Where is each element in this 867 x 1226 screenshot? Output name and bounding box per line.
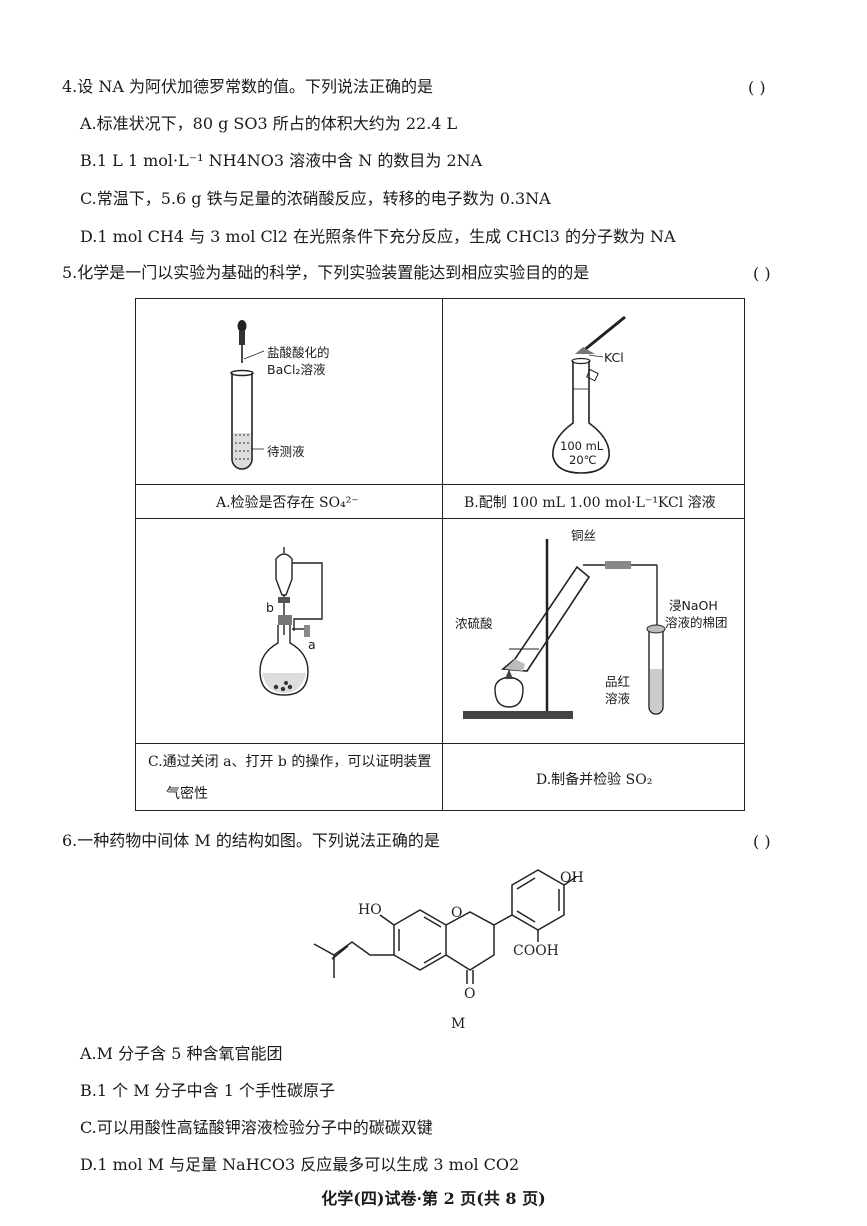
table-divider-3	[136, 743, 744, 745]
label-conc-sulfuric: 浓硫酸	[455, 616, 493, 631]
table-divider-1	[136, 484, 744, 486]
cell-d-figure: 铜丝 浓硫酸 浸NaOH 溶液的棉团 品红 溶液	[443, 519, 746, 743]
q4-option-d: D.1 mol CH4 与 3 mol Cl2 在光照条件下充分反应，生成 CH…	[80, 227, 676, 246]
label-molecule-name: M	[451, 1016, 465, 1032]
flask-text-2: 20℃	[569, 453, 597, 467]
label-copper-wire: 铜丝	[571, 528, 597, 543]
caption-c-2: 气密性	[166, 786, 208, 802]
label-cooh: COOH	[513, 943, 559, 959]
label-naoh-1: 浸NaOH	[669, 598, 718, 613]
label-oh-top: OH	[560, 870, 584, 886]
label-ring-o: O	[451, 905, 462, 921]
airtightness-apparatus-figure	[259, 547, 323, 696]
label-naoh-2: 溶液的棉团	[665, 615, 728, 630]
caption-d: D.制备并检验 SO₂	[536, 772, 653, 788]
caption-c-1: C.通过关闭 a、打开 b 的操作，可以证明装置	[148, 754, 432, 770]
label-a: a	[308, 637, 316, 652]
so2-preparation-figure	[463, 539, 666, 719]
q4-answer-paren: ( )	[748, 78, 766, 97]
page-footer: 化学(四)试卷·第 2 页(共 8 页)	[321, 1189, 546, 1208]
table-divider-2	[136, 518, 744, 520]
q5-answer-paren: ( )	[753, 264, 771, 283]
label-kcl: KCl	[604, 350, 624, 365]
label-pinhong-2: 溶液	[605, 691, 631, 706]
cell-c-figure: b a	[136, 519, 442, 743]
volumetric-flask-figure	[552, 315, 626, 474]
caption-b: B.配制 100 mL 1.00 mol·L⁻¹KCl 溶液	[464, 495, 716, 511]
q4-option-c: C.常温下，5.6 g 铁与足量的浓硝酸反应，转移的电子数为 0.3NA	[80, 189, 551, 208]
flask-text-1: 100 mL	[560, 439, 604, 453]
label-b: b	[266, 600, 274, 615]
q6-option-b: B.1 个 M 分子中含 1 个手性碳原子	[80, 1081, 336, 1100]
molecule-m-structure: OH HO O COOH O M	[313, 869, 584, 1032]
q4-stem: 4.设 NA 为阿伏加德罗常数的值。下列说法正确的是	[62, 77, 433, 96]
label-pinhong-1: 品红	[605, 674, 631, 689]
q6-option-a: A.M 分子含 5 种含氧官能团	[80, 1044, 283, 1063]
label-reagent-1: 盐酸酸化的	[267, 345, 330, 360]
q6-answer-paren: ( )	[753, 832, 771, 851]
label-ho-left: HO	[358, 902, 382, 918]
label-carbonyl-o: O	[464, 986, 475, 1002]
label-sample: 待测液	[267, 444, 305, 459]
q6-option-c: C.可以用酸性高锰酸钾溶液检验分子中的碳碳双键	[80, 1118, 433, 1137]
cell-a-figure: 盐酸酸化的 BaCl₂溶液 待测液	[136, 299, 442, 484]
caption-a: A.检验是否存在 SO₄²⁻	[216, 495, 359, 511]
q4-option-a: A.标准状况下，80 g SO3 所占的体积大约为 22.4 L	[80, 114, 458, 133]
q5-apparatus-table: 盐酸酸化的 BaCl₂溶液 待测液 KCl 100 mL 20℃ A.检验是否存…	[135, 298, 745, 811]
q5-stem: 5.化学是一门以实验为基础的科学，下列实验装置能达到相应实验目的的是	[62, 263, 590, 282]
label-reagent-2: BaCl₂溶液	[267, 362, 326, 377]
q4-option-b: B.1 L 1 mol·L⁻¹ NH4NO3 溶液中含 N 的数目为 2NA	[80, 151, 483, 170]
cell-b-figure: KCl 100 mL 20℃	[443, 299, 746, 484]
q6-option-d: D.1 mol M 与足量 NaHCO3 反应最多可以生成 3 mol CO2	[80, 1155, 520, 1174]
test-tube-dropper-figure	[230, 320, 265, 470]
table-divider-vertical	[442, 299, 444, 810]
q6-stem: 6.一种药物中间体 M 的结构如图。下列说法正确的是	[62, 831, 440, 850]
